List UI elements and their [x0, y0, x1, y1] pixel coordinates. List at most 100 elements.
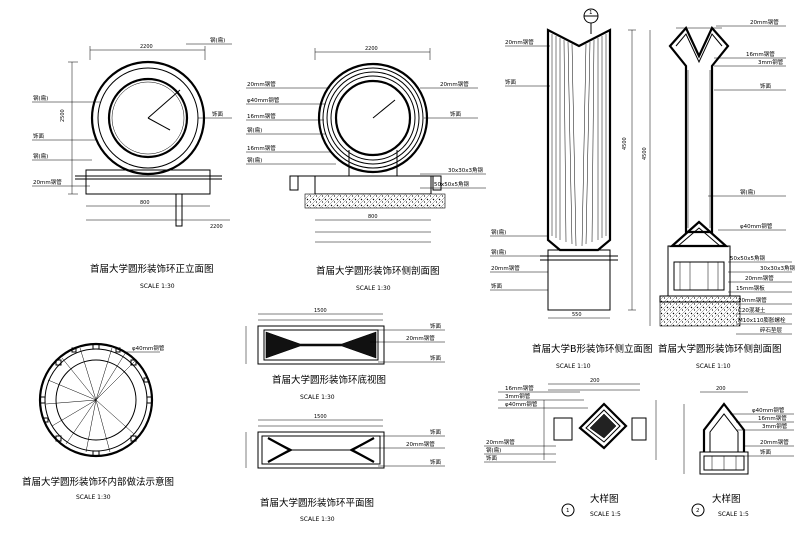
- note-pipe20-11: 20mm钢管: [486, 438, 515, 446]
- ring-plan-blocks: [39, 343, 153, 457]
- scale-detail-1: SCALE 1:5: [590, 511, 621, 518]
- dim-column-width: 550: [572, 312, 582, 318]
- dim-base-2: 800: [368, 214, 378, 220]
- note-steel-3: 钢(扁): [210, 36, 225, 44]
- scale-top-plan: SCALE 1:30: [300, 394, 335, 401]
- column-flutes: [551, 34, 607, 247]
- note-steel-8: 钢(扁): [740, 188, 755, 196]
- caption-detail-1: 大样图: [590, 493, 619, 505]
- dim-detail-1: 200: [590, 378, 600, 384]
- dim-plan-length-2: 1500: [314, 414, 327, 420]
- note-pipe20-10: 20mm钢管: [406, 440, 435, 448]
- view-ring-front: 2200 2500 钢(扁) 饰面 20mm钢管 钢(扁) 钢(扁) 饰面: [32, 36, 232, 290]
- note-pipe40-2: φ40mm钢管: [740, 222, 773, 230]
- note-tube3-1: 3mm钢管: [758, 58, 784, 66]
- view-detail-2: 200 φ40mm钢管 16mm钢管 3mm钢管 20mm钢管 饰面 大样图 2…: [683, 386, 794, 518]
- caption-column-section: 首届大学圆形装饰环侧剖面图: [658, 343, 782, 355]
- note-pipe20-2: 20mm钢管: [247, 80, 276, 88]
- scale-ring-plan: SCALE 1:30: [76, 494, 111, 501]
- dim-ring-width: 2200: [140, 44, 153, 50]
- note-pipe20-8: 20mm钢管: [738, 296, 767, 304]
- note-pipe16-4: 16mm钢管: [505, 384, 534, 392]
- view-ring-section: 2200 800 20mm钢管 φ40mm钢管 16mm钢管 钢(扁) 16mm…: [246, 46, 486, 292]
- dim-ring-width-3: 2200: [365, 46, 378, 52]
- view-top-plan: 1500 饰面 20mm钢管 饰面 首届大学圆形装饰环底视图 SCALE 1:3…: [245, 308, 445, 401]
- note-pipe20-7: 20mm钢管: [745, 274, 774, 282]
- note-pipe20-12: 20mm钢管: [760, 438, 789, 446]
- view-column-front: 1 4500 550 20mm钢管 饰面: [490, 8, 653, 370]
- note-finish-5: 饰面: [491, 282, 503, 290]
- note-angle50-1: 50x50x5角钢: [434, 180, 470, 188]
- view-detail-1: 200 16mm钢管 3mm钢管 φ40mm钢管 20mm钢管 钢(扁) 饰面 …: [484, 378, 657, 518]
- note-finish-11: 饰面: [486, 454, 498, 462]
- note-finish-2: 饰面: [212, 110, 224, 118]
- scale-bottom-plan: SCALE 1:30: [300, 516, 335, 523]
- caption-ring-section: 首届大学圆形装饰环侧剖面图: [316, 265, 440, 277]
- caption-ring-plan: 首届大学圆形装饰环内部做法示意图: [22, 476, 174, 488]
- dim-detail-2: 200: [716, 386, 726, 392]
- note-finish-7: 饰面: [430, 322, 442, 330]
- note-pipe20-5: 20mm钢管: [491, 264, 520, 272]
- note-plate15: 15mm钢板: [736, 284, 765, 292]
- caption-top-plan: 首届大学圆形装饰环底视图: [272, 374, 386, 386]
- note-pipe40-3: φ40mm钢管: [132, 344, 165, 352]
- note-pipe20-4: 20mm钢管: [505, 38, 534, 46]
- view-column-section: 4500 20mm钢管 16mm钢管 3mm钢管 饰面 钢(扁) φ40mm钢管…: [642, 18, 796, 370]
- note-finish-12: 饰面: [760, 448, 772, 456]
- note-gravel: 碎石垫层: [760, 326, 783, 334]
- note-finish-4: 饰面: [505, 78, 517, 86]
- note-pipe20-3: 20mm钢管: [440, 80, 469, 88]
- dim-base-width: 800: [140, 200, 150, 206]
- note-concrete: C20混凝土: [738, 306, 766, 314]
- note-pipe20-1: 20mm钢管: [33, 178, 62, 186]
- marker-section: 1: [589, 10, 593, 16]
- note-pipe16-3: 16mm钢管: [746, 50, 775, 58]
- note-steel-7: 钢(扁): [491, 248, 506, 256]
- note-steel-2: 钢(扁): [33, 152, 48, 160]
- note-pipe20-9: 20mm钢管: [406, 334, 435, 342]
- marker-detail-2: 2: [696, 508, 700, 514]
- note-pipe16-1: 16mm钢管: [247, 112, 276, 120]
- scale-ring-section: SCALE 1:30: [356, 285, 391, 292]
- caption-ring-front: 首届大学圆形装饰环正立面图: [90, 263, 214, 275]
- note-pipe20-6: 20mm钢管: [750, 18, 779, 26]
- note-finish-9: 饰面: [430, 428, 442, 436]
- note-steel-9: 钢(扁): [486, 446, 501, 454]
- note-steel-1: 钢(扁): [33, 94, 48, 102]
- note-pipe16-5: 16mm钢管: [758, 414, 787, 422]
- dim-ring-height: 2500: [60, 109, 66, 122]
- caption-detail-2: 大样图: [712, 493, 741, 505]
- note-pipe40-1: φ40mm钢管: [247, 96, 280, 104]
- note-angle50-2: 50x50x5角钢: [730, 254, 766, 262]
- note-finish-6: 饰面: [760, 82, 772, 90]
- note-finish-10: 饰面: [430, 458, 442, 466]
- note-steel-5: 钢(扁): [247, 156, 262, 164]
- view-bottom-plan: 1500 饰面 20mm钢管 饰面 首届大学圆形装饰环平面图 SCALE 1:3…: [245, 414, 445, 523]
- view-ring-plan: φ40mm钢管 首届大学圆形装饰环内部做法示意图 SCALE 1:30: [22, 342, 174, 501]
- note-tube3-2: 3mm钢管: [505, 392, 531, 400]
- note-pipe40-4: φ40mm钢管: [505, 400, 538, 408]
- scale-column-section: SCALE 1:10: [696, 363, 731, 370]
- ring-plan-spokes: [45, 347, 137, 453]
- marker-detail-1: 1: [566, 508, 570, 514]
- scale-column-front: SCALE 1:10: [556, 363, 591, 370]
- note-tube3-3: 3mm钢管: [762, 422, 788, 430]
- caption-bottom-plan: 首届大学圆形装饰环平面图: [260, 497, 374, 509]
- dim-column-height: 4500: [622, 137, 628, 150]
- dim-ring-width-2: 2200: [210, 224, 223, 230]
- note-bolt: M10x110膨胀螺栓: [738, 316, 786, 324]
- note-pipe40-5: φ40mm钢管: [752, 406, 785, 414]
- note-finish-8: 饰面: [430, 354, 442, 362]
- dim-plan-length: 1500: [314, 308, 327, 314]
- note-angle30-1: 30x30x3角钢: [448, 166, 484, 174]
- note-finish-3: 饰面: [450, 110, 462, 118]
- note-pipe16-2: 16mm钢管: [247, 144, 276, 152]
- note-angle30-2: 30x30x3角钢: [760, 264, 796, 272]
- dim-column-height-2: 4500: [642, 147, 648, 160]
- scale-ring-front: SCALE 1:30: [140, 283, 175, 290]
- note-steel-6: 钢(扁): [491, 228, 506, 236]
- caption-column-front: 首届大学B形装饰环侧立面图: [532, 343, 653, 355]
- note-finish-1: 饰面: [33, 132, 45, 140]
- note-steel-4: 钢(扁): [247, 126, 262, 134]
